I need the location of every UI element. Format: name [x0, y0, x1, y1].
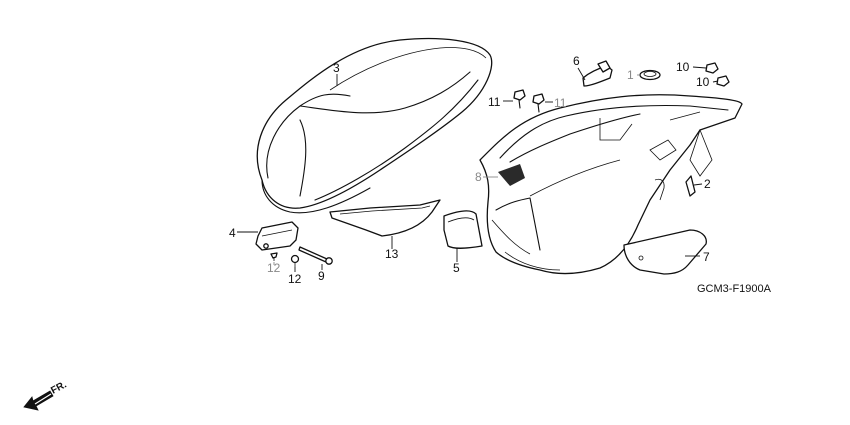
bolt-part-11b[interactable]	[532, 93, 545, 113]
callout-4: 4	[229, 226, 236, 240]
callout-8: 8	[475, 170, 482, 184]
nut-part-10a[interactable]	[705, 62, 719, 74]
callout-9: 9	[318, 269, 325, 283]
nut-part-10b[interactable]	[716, 75, 730, 87]
hinge-pin-part-9[interactable]	[298, 246, 333, 265]
reflector-part-5[interactable]	[443, 210, 483, 249]
screw-part-12b[interactable]	[290, 254, 300, 268]
front-direction-label: FR.	[49, 379, 69, 396]
callout-3: 3	[333, 61, 340, 75]
clip-part-2[interactable]	[685, 175, 696, 197]
callout-11b: 11	[554, 96, 567, 110]
latch-part-6[interactable]	[582, 60, 613, 87]
callout-11a: 11	[488, 95, 501, 109]
callout-10a: 10	[676, 60, 690, 74]
callout-10b: 10	[696, 75, 710, 89]
callout-7: 7	[703, 250, 710, 264]
hinge-bracket-part-4[interactable]	[255, 221, 299, 251]
diagram-code: GCM3-F1900A	[697, 283, 772, 295]
luggage-box[interactable]	[479, 94, 743, 275]
front-direction-arrow-icon	[23, 390, 54, 411]
cover-plate-part-7[interactable]	[623, 229, 707, 275]
screw-part-12a[interactable]	[270, 252, 278, 261]
leader-lines	[237, 66, 719, 272]
callout-6: 6	[573, 54, 580, 68]
callout-12b: 12	[288, 272, 302, 286]
bolt-part-11a[interactable]	[513, 89, 526, 109]
callout-13: 13	[385, 247, 399, 261]
callout-1: 1	[627, 68, 634, 82]
seat-pad-part-13[interactable]	[329, 199, 441, 237]
callout-12a: 12	[267, 261, 281, 275]
seat-part-3[interactable]	[256, 37, 493, 214]
callout-2: 2	[704, 177, 711, 191]
callout-5: 5	[453, 261, 460, 275]
grommet-part-1[interactable]	[639, 69, 661, 81]
